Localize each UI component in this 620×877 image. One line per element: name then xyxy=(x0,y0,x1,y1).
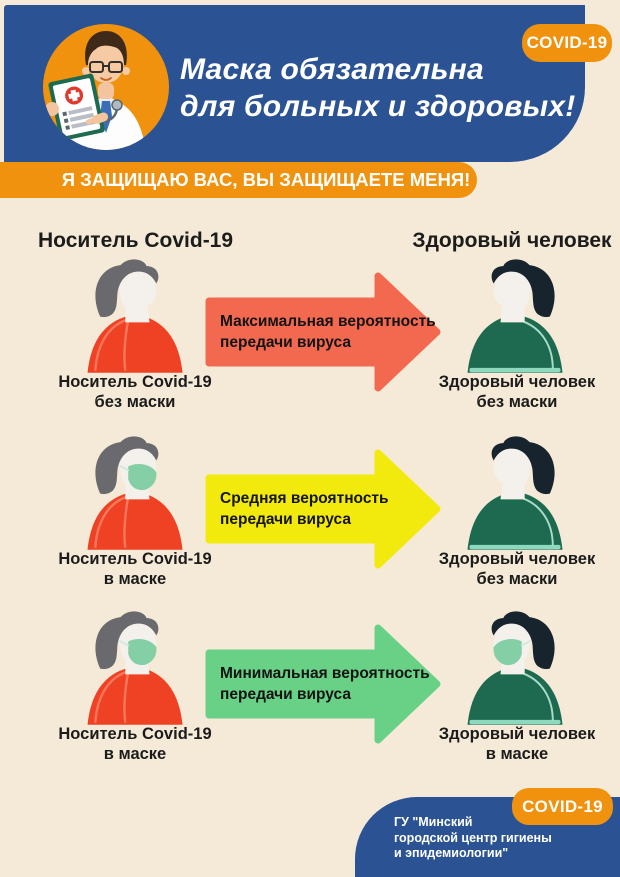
arrow-label: Максимальная вероятность передачи вируса xyxy=(220,313,436,351)
arrow-right-icon xyxy=(205,272,441,392)
arrow-right-icon xyxy=(205,449,441,569)
column-header-healthy: Здоровый человек xyxy=(412,229,612,252)
doctor-icon xyxy=(43,24,169,150)
covid-carrier-figure xyxy=(72,435,198,552)
healthy-person-figure xyxy=(452,258,578,375)
transmission-arrow: Максимальная вероятность передачи вируса xyxy=(205,270,443,394)
transmission-arrow: Средняя вероятность передачи вируса xyxy=(205,447,443,571)
healthy-label: Здоровый человек без маски xyxy=(438,550,596,588)
healthy-label: Здоровый человек без маски xyxy=(438,373,596,411)
covid19-badge-top: COVID-19 xyxy=(522,24,612,62)
covid19-badge-bottom: COVID-19 xyxy=(512,788,613,825)
poster-title-line2: для больных и здоровых! xyxy=(180,90,576,123)
carrier-label: Носитель Covid-19 в маске xyxy=(58,725,212,763)
healthy-person-figure xyxy=(452,435,578,552)
carrier-label: Носитель Covid-19 в маске xyxy=(58,550,212,588)
transmission-row-1: Максимальная вероятность передачи вируса… xyxy=(0,258,620,430)
poster-title-line1: Маска обязательна xyxy=(180,53,484,86)
column-header-carrier: Носитель Covid-19 xyxy=(38,229,234,252)
organization-name: ГУ "Минский городской центр гигиены и эп… xyxy=(394,815,552,860)
healthy-label: Здоровый человек в маске xyxy=(438,725,596,763)
arrow-label: Средняя вероятность передачи вируса xyxy=(220,490,389,528)
slogan-banner: Я ЗАЩИЩАЮ ВАС, ВЫ ЗАЩИЩАЕТЕ МЕНЯ! xyxy=(0,162,477,198)
header-banner: Маска обязательна для больных и здоровых… xyxy=(4,5,585,162)
arrow-right-icon xyxy=(205,624,441,744)
carrier-label: Носитель Covid-19 без маски xyxy=(58,373,212,411)
transmission-row-2: Средняя вероятность передачи вируса Носи… xyxy=(0,435,620,607)
transmission-arrow: Минимальная вероятность передачи вируса xyxy=(205,622,443,746)
poster-title: Маска обязательна для больных и здоровых… xyxy=(180,51,580,125)
healthy-person-figure xyxy=(452,610,578,727)
covid-carrier-figure xyxy=(72,258,198,375)
arrow-label: Минимальная вероятность передачи вируса xyxy=(220,665,430,703)
transmission-row-3: Минимальная вероятность передачи вируса … xyxy=(0,610,620,782)
covid-carrier-figure xyxy=(72,610,198,727)
